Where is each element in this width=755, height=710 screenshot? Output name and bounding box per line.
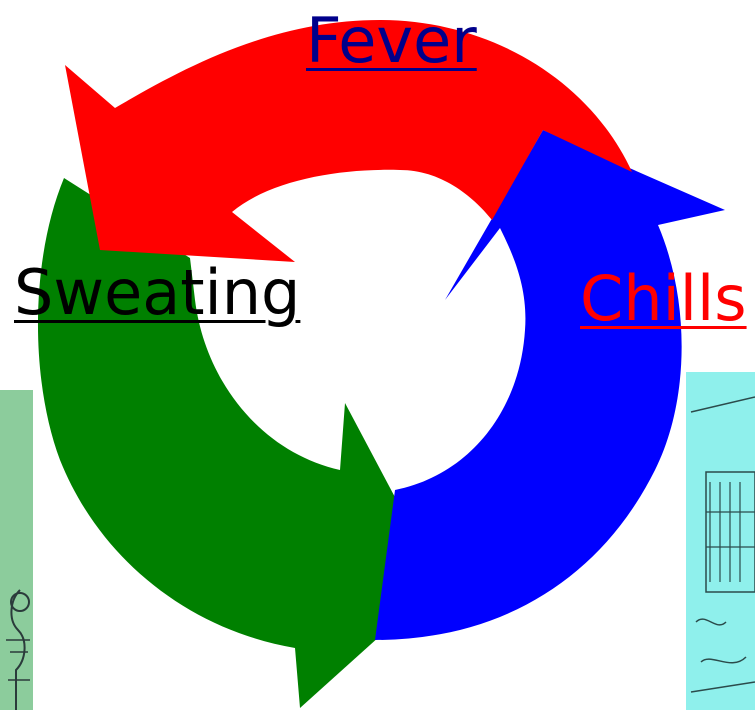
chills-label: Chills [580,262,747,335]
sweating-arrow [37,178,440,708]
chills-arrow [375,130,725,640]
fever-arrow [65,20,632,262]
sketch-image-right [686,372,755,710]
sketch-image-left [0,390,33,710]
sweating-label: Sweating [14,256,301,329]
fever-label: Fever [306,4,477,77]
